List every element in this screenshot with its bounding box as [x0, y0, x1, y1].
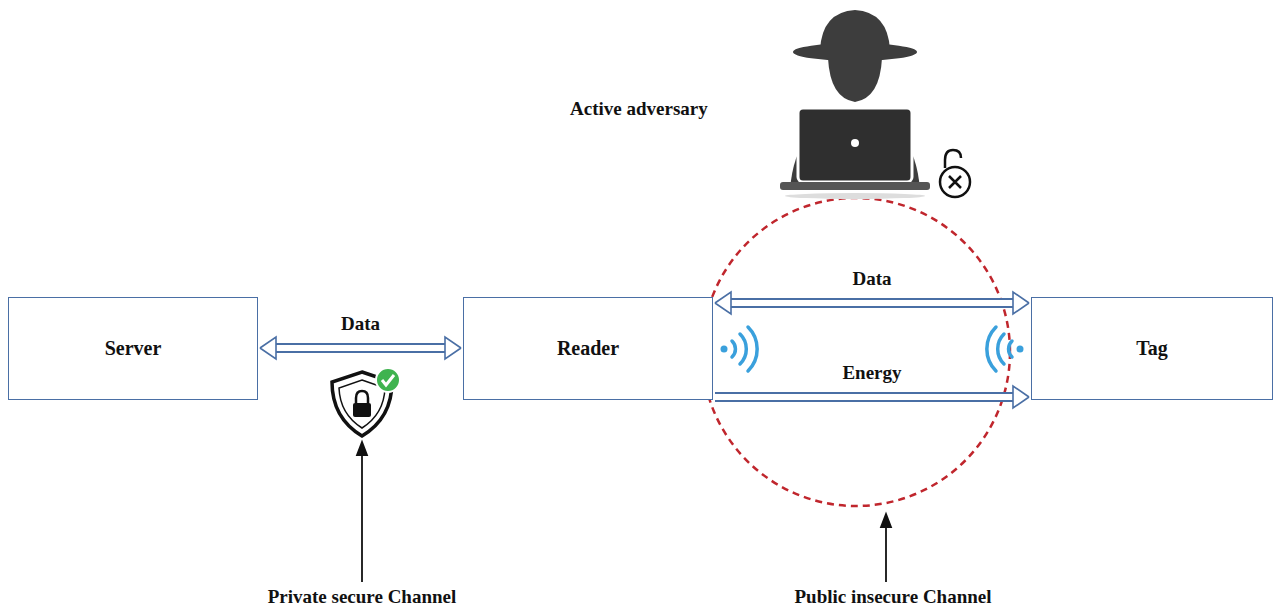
- hollow-arrow-connector: [715, 292, 1029, 314]
- secure-shield-icon: [332, 368, 400, 436]
- arrow-shaft-outline: [731, 298, 1013, 308]
- tag-antenna-icon: [987, 327, 1024, 371]
- edge-label: Energy: [839, 362, 904, 384]
- arrow-shaft-fill: [276, 345, 445, 351]
- arrow-shaft-outline: [715, 392, 1013, 402]
- reader-antenna-icon: [721, 327, 758, 371]
- arrow-head: [715, 292, 731, 314]
- arrow-head: [1013, 386, 1029, 408]
- arrow-head: [445, 337, 461, 359]
- adversary-label: Active adversary: [570, 98, 708, 120]
- arrow-head: [1013, 292, 1029, 314]
- hollow-arrow-connector: [715, 386, 1029, 408]
- pointer-arrows: [357, 442, 891, 582]
- channel-label: Public insecure Channel: [794, 586, 991, 608]
- arrow-shaft-fill: [715, 394, 1013, 400]
- box-label: Reader: [557, 337, 619, 360]
- edge-label: Data: [849, 268, 894, 290]
- adversary-icon: [780, 10, 930, 199]
- box-label: Tag: [1136, 337, 1168, 360]
- box-label: Server: [105, 337, 162, 360]
- edge-label: Data: [338, 313, 383, 335]
- arrow-head: [260, 337, 276, 359]
- arrow-shaft-fill: [731, 300, 1013, 306]
- arrow-shaft-outline: [276, 343, 445, 353]
- hollow-arrow-connector: [260, 337, 461, 359]
- component-box: Tag: [1031, 297, 1273, 400]
- component-box: Reader: [463, 297, 713, 400]
- component-box: Server: [8, 297, 258, 400]
- broken-lock-icon: [940, 150, 970, 197]
- insecure-zone: [702, 198, 1010, 506]
- channel-label: Private secure Channel: [268, 586, 457, 608]
